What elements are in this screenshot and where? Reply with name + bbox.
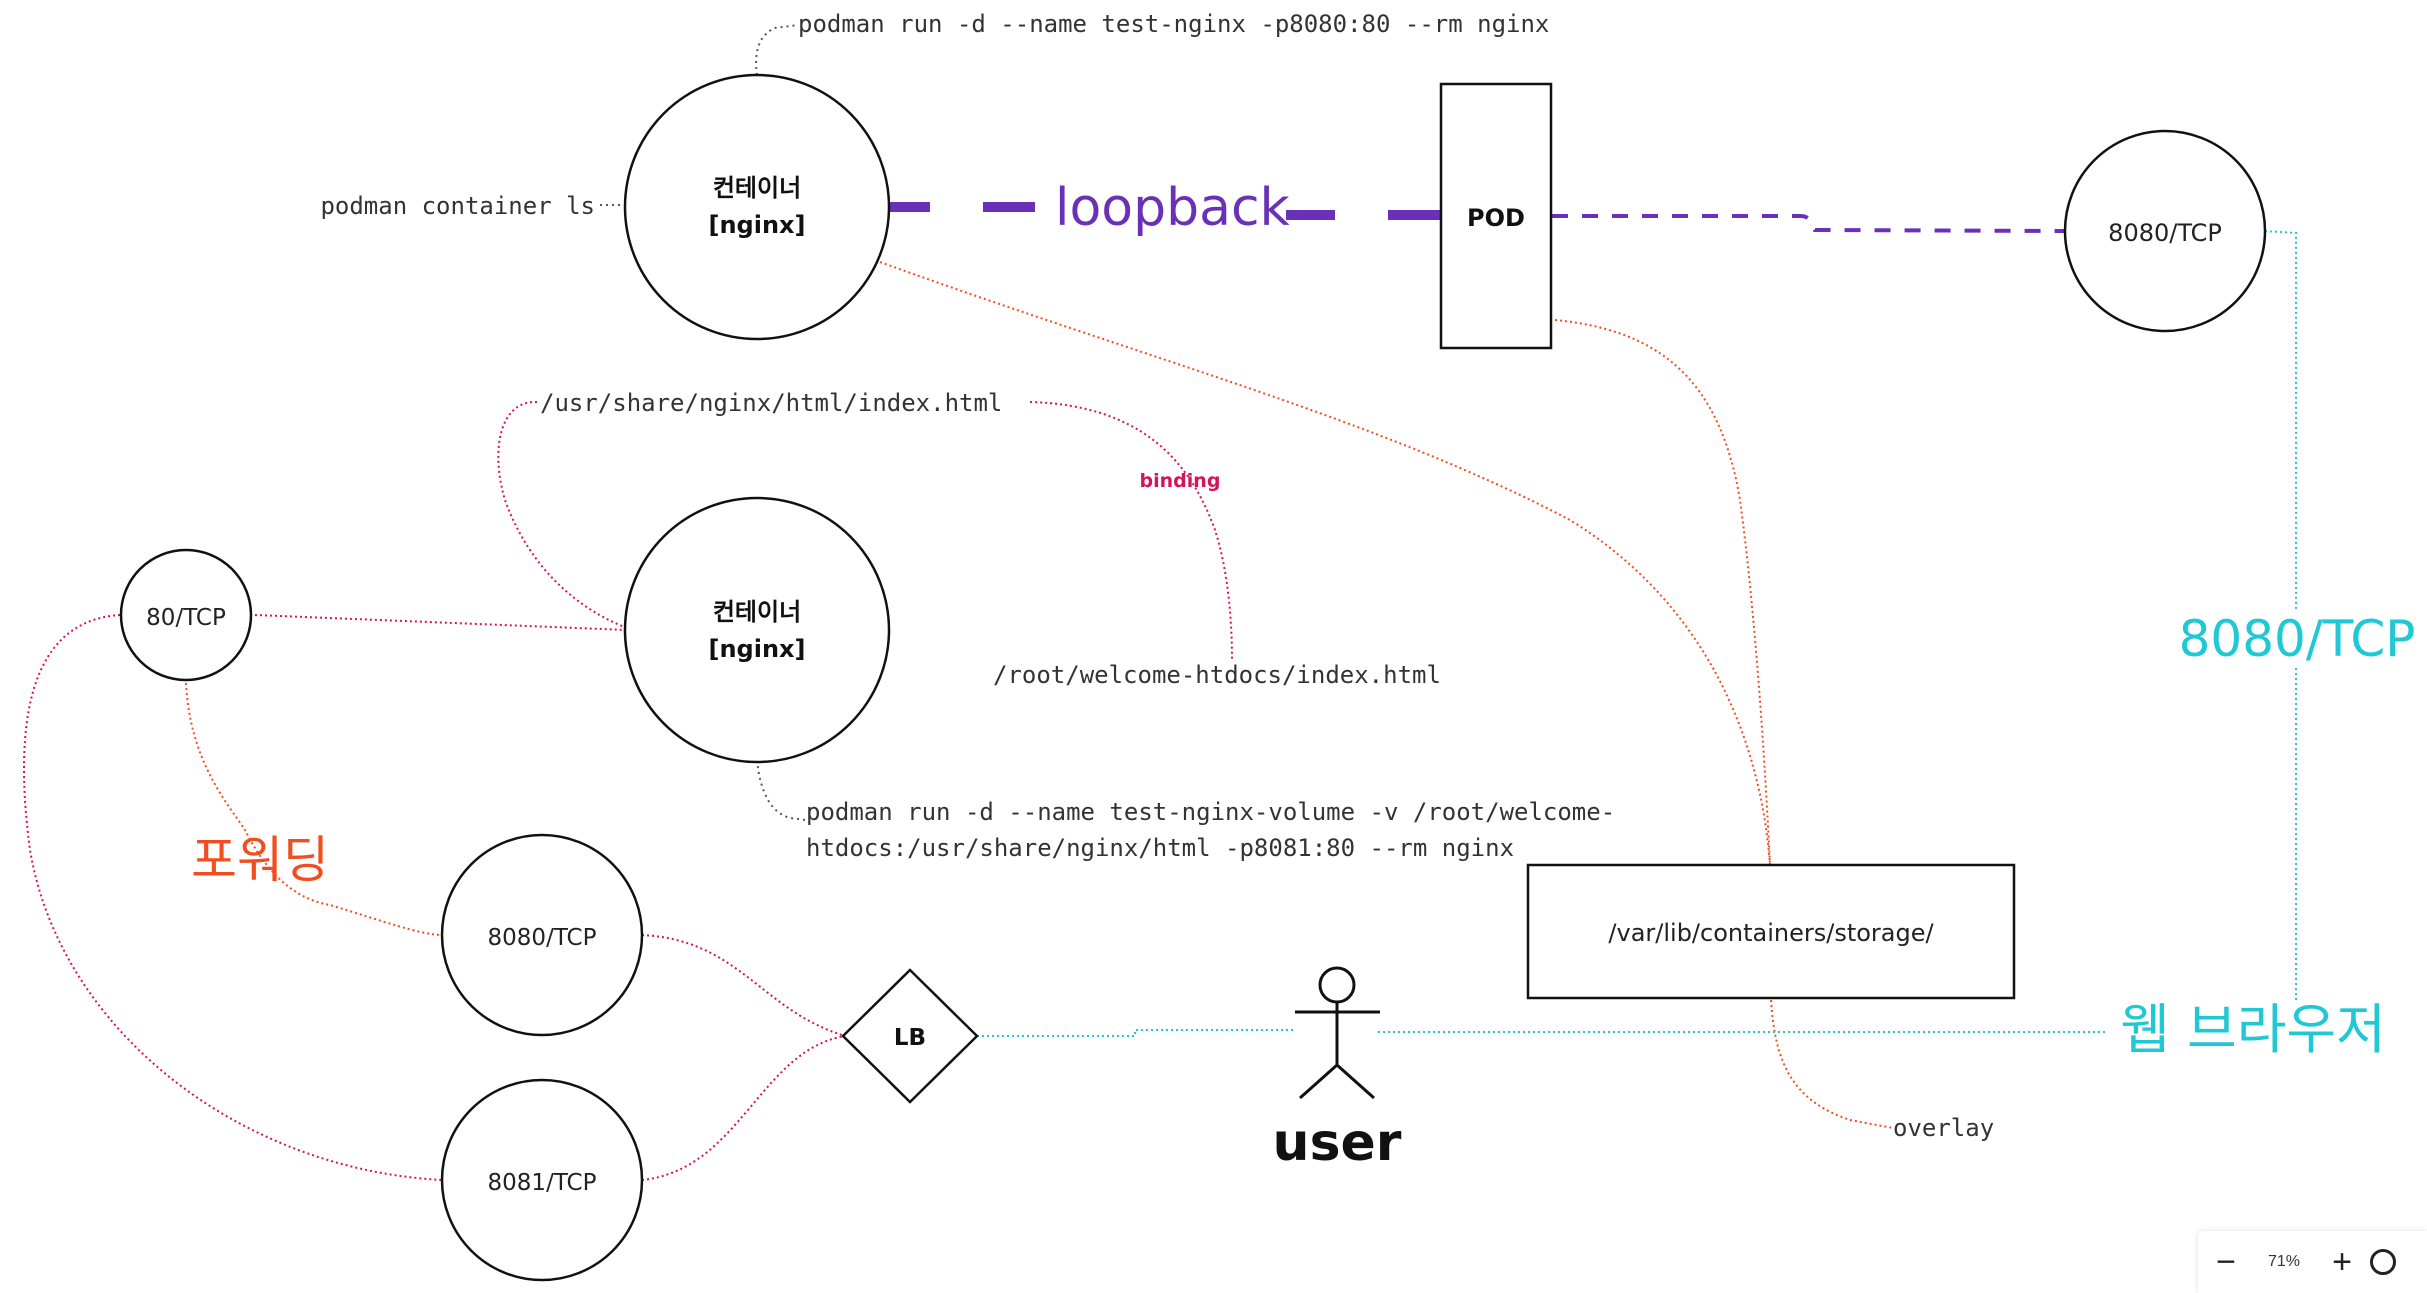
forwarding-line [185, 682, 444, 936]
port8081-circle[interactable] [440, 1078, 644, 1282]
zoom-control: − 71% + [2198, 1231, 2427, 1293]
overlay-label: overlay [1893, 1114, 1994, 1142]
lb-diamond[interactable] [841, 968, 979, 1104]
zoom-level: 71% [2267, 1253, 2301, 1270]
user-icon[interactable] [1295, 966, 1380, 1100]
port8080-circle[interactable] [440, 833, 644, 1037]
port8081-label: 8081/TCP [488, 1170, 597, 1196]
pod-port-circle[interactable] [2063, 129, 2267, 333]
container-html-path: /usr/share/nginx/html/index.html [540, 389, 1002, 417]
port8081-to-lb-line [641, 1035, 846, 1181]
port8080-label: 8080/TCP [488, 925, 597, 951]
lb-to-user-line [977, 1029, 1296, 1037]
run-volume-command-line2: htdocs:/usr/share/nginx/html -p8081:80 -… [806, 834, 1514, 862]
pod-to-port-line [1552, 214, 2066, 233]
container2-circle[interactable] [623, 496, 891, 764]
user-label: user [1273, 1113, 1402, 1173]
pod-box[interactable] [1439, 82, 1553, 350]
run-volume-leader [756, 759, 807, 821]
container-ls-command: podman container ls [320, 192, 595, 220]
storage-box[interactable] [1526, 863, 2016, 1000]
port80-to-container-line [254, 614, 628, 631]
pod-port-label: 8080/TCP [2108, 219, 2222, 247]
loopback-label: loopback [1055, 178, 1290, 238]
zoom-out-button[interactable]: − [2216, 1242, 2236, 1281]
html-path-to-container-line [497, 400, 628, 629]
container1-label-line2: [nginx] [709, 211, 806, 239]
run-nginx-leader [755, 24, 799, 76]
pod-label: POD [1467, 204, 1525, 232]
port-to-browser-line [2264, 230, 2297, 1000]
lb-label: LB [894, 1025, 926, 1051]
container-to-storage-line [879, 261, 1771, 866]
storage-label: /var/lib/containers/storage/ [1608, 919, 1934, 947]
port8080-to-lb-line [641, 934, 846, 1037]
binding-label: binding [1140, 470, 1221, 492]
container1-circle[interactable] [623, 73, 891, 341]
port80-to-8081-line [23, 614, 444, 1181]
container2-label-line2: [nginx] [709, 635, 806, 663]
pod-to-storage-line [1554, 319, 1771, 866]
fit-view-button[interactable] [2370, 1231, 2410, 1293]
port80-label: 80/TCP [146, 605, 226, 631]
tcp-8080-large-label: 8080/TCP [2179, 610, 2416, 668]
container2-label-line1: 컨테이너 [713, 598, 801, 626]
storage-to-overlay-line [1770, 999, 1894, 1129]
run-volume-command-line1: podman run -d --name test-nginx-volume -… [806, 798, 1615, 826]
container1-label-line1: 컨테이너 [713, 174, 801, 202]
fit-view-icon [2370, 1249, 2396, 1275]
web-browser-label: 웹 브라우저 [2120, 998, 2386, 1061]
run-nginx-command: podman run -d --name test-nginx -p8080:8… [798, 10, 1549, 38]
port80-circle[interactable] [119, 548, 253, 682]
forwarding-label: 포워딩 [191, 831, 329, 889]
zoom-in-button[interactable]: + [2332, 1242, 2352, 1281]
binding-line [1029, 401, 1233, 661]
host-html-path: /root/welcome-htdocs/index.html [993, 661, 1441, 689]
